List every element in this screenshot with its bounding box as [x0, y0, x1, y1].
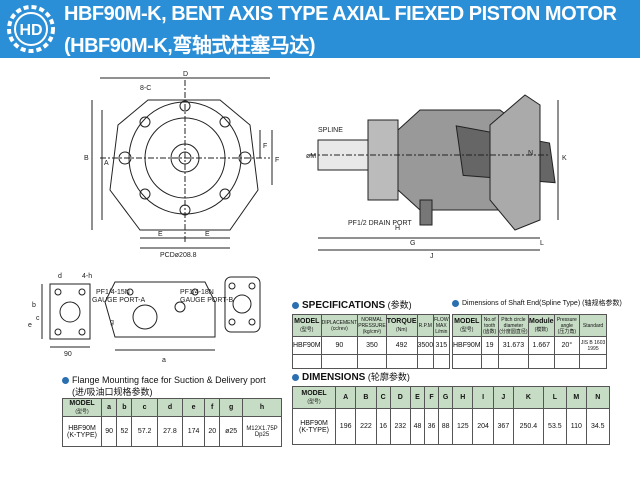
side-view-drawing: SPLINE øM G J L H N K PF1/2 DRAIN PORT: [306, 94, 567, 260]
svg-text:GAUGE PORT-A: GAUGE PORT-A: [92, 297, 145, 304]
bullet-icon: [292, 302, 299, 310]
dim-table-title: DIMENSIONS (轮廓参数): [292, 370, 410, 383]
flange-header-d: d: [156, 398, 184, 417]
page-title: HBF90M-K, BENT AXIS TYPE AXIAL FIEXED PI…: [64, 3, 617, 25]
svg-text:c: c: [36, 315, 40, 322]
flange-header-b: b: [116, 398, 133, 417]
svg-text:PF1/2 DRAIN PORT: PF1/2 DRAIN PORT: [348, 220, 412, 227]
svg-text:E: E: [158, 231, 163, 238]
flange-header-model: MODEL(型号): [62, 398, 102, 417]
svg-text:a: a: [162, 357, 166, 364]
flange-outline: [109, 99, 259, 231]
spec-header-pressure: NORMAL PRESSURE(kg/cm²): [357, 314, 387, 337]
svg-text:GAUGE PORT-B: GAUGE PORT-B: [180, 297, 233, 304]
bullet-icon: [292, 374, 299, 382]
flange-header-f: f: [204, 398, 221, 417]
flange-drawing: d 4-h PF1/4-15N GAUGE PORT-A PF1/4-18N G…: [28, 273, 261, 364]
shaft-header-tooth: No.of tooth(齿数): [480, 314, 499, 337]
table-row: HBF90M 19 31.673 1.667 20° JIS B 1603 19…: [452, 336, 607, 355]
flange-header-a: a: [100, 398, 118, 417]
flange-header-g: g: [219, 398, 243, 417]
flange-header-c: c: [131, 398, 158, 417]
shaft-header-model: MODEL(型号): [452, 314, 482, 337]
svg-text:e: e: [28, 322, 32, 329]
flange-header-h: h: [242, 398, 282, 417]
shaft-table-title: Dimensions of Shaft End(Spline Type) (轴规…: [452, 298, 622, 308]
svg-text:J: J: [430, 253, 434, 260]
svg-text:D: D: [183, 71, 188, 78]
svg-text:K: K: [562, 155, 567, 162]
svg-text:4-h: 4-h: [82, 273, 92, 280]
svg-text:L: L: [540, 240, 544, 247]
svg-text:øM: øM: [306, 153, 316, 160]
table-row: HBF90M(K-TYPE) 90 52 57.2 27.8 174 20 ø2…: [62, 416, 282, 447]
page-subtitle: (HBF90M-K,弯轴式柱塞马达): [64, 35, 316, 57]
svg-text:SPLINE: SPLINE: [318, 127, 343, 134]
svg-text:F: F: [275, 157, 279, 164]
table-row: HBF90M 90 350 492 3500 315: [292, 336, 450, 355]
svg-text:8-C: 8-C: [140, 85, 151, 92]
shaft-header-standard: Standard: [579, 314, 607, 337]
svg-text:B: B: [84, 155, 89, 162]
shaft-header-pitch: Pitch circle diameter(分度圆直径): [497, 314, 530, 337]
shaft-table: MODEL(型号) No.of tooth(齿数) Pitch circle d…: [452, 314, 607, 369]
svg-text:PCDø208.8: PCDø208.8: [160, 252, 197, 259]
svg-text:HD: HD: [19, 22, 42, 39]
svg-text:g: g: [110, 319, 114, 326]
spec-header-displacement: DIPLACEMENT(cc/rev): [320, 314, 359, 337]
spec-header-torque: TORQUE(Nm): [385, 314, 418, 337]
flange-table: MODEL(型号) a b c d e f g h HBF90M(K-TYPE)…: [62, 398, 282, 447]
spec-table-title: SPECIFICATIONS (参数): [292, 298, 412, 311]
bullet-icon: [452, 299, 459, 307]
shaft-header-angle: Pressure angle(压力角): [553, 314, 581, 337]
title-banner: HD HBF90M-K, BENT AXIS TYPE AXIAL FIEXED…: [0, 0, 640, 58]
svg-text:A: A: [104, 160, 109, 167]
front-view-drawing: 8-C D B A F F E E PCDø208.8: [84, 71, 279, 259]
svg-text:PF1/4-15N: PF1/4-15N: [96, 289, 130, 296]
dim-header-model: MODEL(型号): [292, 386, 336, 409]
svg-text:90: 90: [64, 351, 72, 358]
svg-text:G: G: [410, 240, 415, 247]
shaft-header-module: Module(模数): [528, 314, 555, 337]
bullet-icon: [62, 377, 69, 385]
svg-text:F: F: [263, 143, 267, 150]
svg-text:N: N: [528, 150, 533, 157]
flange-header-e: e: [182, 398, 206, 417]
svg-text:E: E: [205, 231, 210, 238]
specifications-table: MODEL(型号) DIPLACEMENT(cc/rev) NORMAL PRE…: [292, 314, 450, 369]
spec-header-rpm: R.P.M: [416, 314, 435, 337]
svg-text:PF1/4-18N: PF1/4-18N: [180, 289, 214, 296]
hd-logo-icon: HD: [7, 5, 55, 53]
spec-header-model: MODEL(型号): [292, 314, 322, 337]
svg-text:b: b: [32, 302, 36, 309]
flange-table-title: Flange Mounting face for Suction & Deliv…: [62, 375, 266, 398]
svg-text:H: H: [395, 225, 400, 232]
svg-text:d: d: [58, 273, 62, 280]
